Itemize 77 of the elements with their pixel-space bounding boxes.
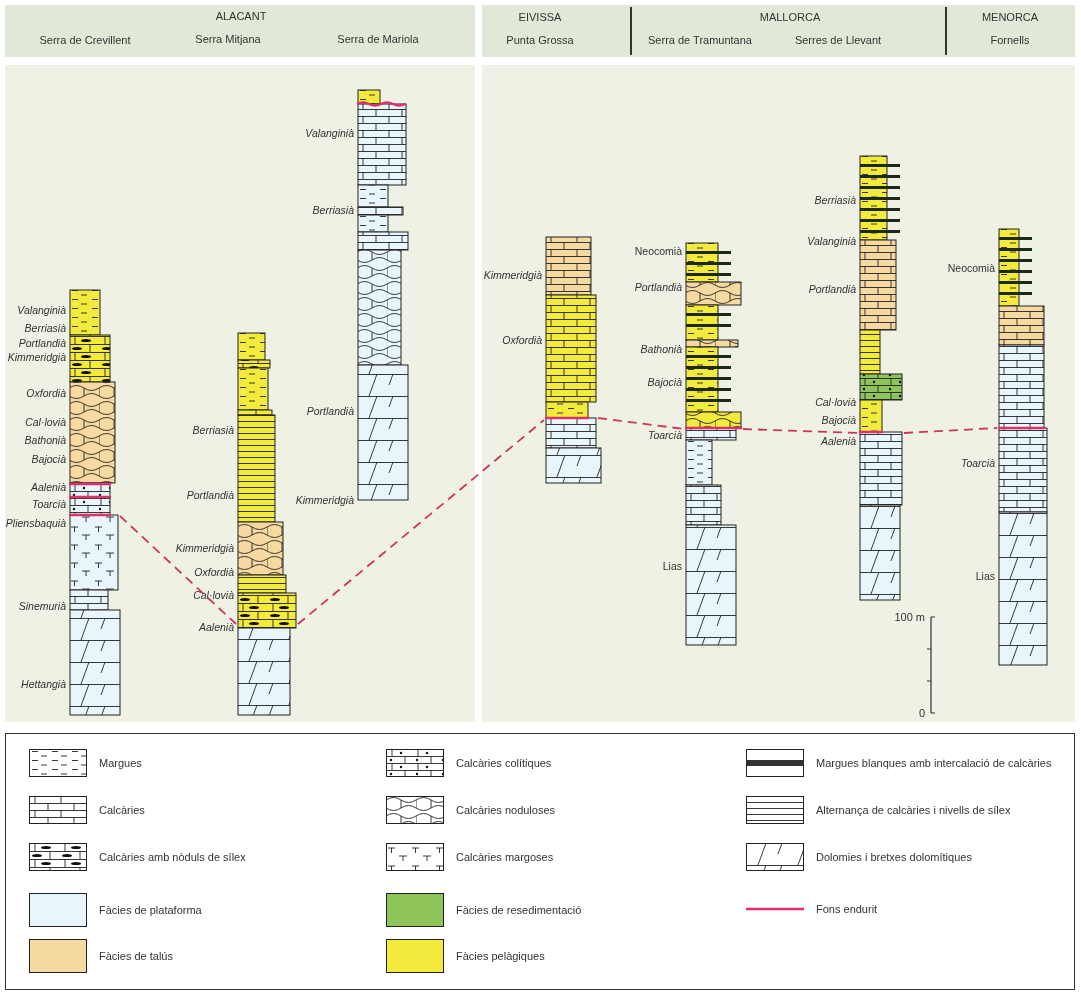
legend-label: Calcàries amb nòduls de sílex — [99, 851, 246, 863]
stage-label: Aalenià — [198, 621, 234, 633]
region-heading: MENORCA — [981, 11, 1039, 23]
section-name: Serra de Crevillent — [39, 34, 131, 46]
stage-label: Valanginià — [807, 235, 856, 247]
stage-label: Pliensbaquià — [5, 517, 66, 529]
stage-label: Kimmeridgià — [295, 494, 354, 506]
section-name: Fornells — [990, 34, 1030, 46]
stage-label: Cal·lovià — [815, 396, 856, 408]
stage-label: Kimmeridgià — [7, 351, 66, 363]
section-name: Punta Grossa — [506, 34, 574, 46]
stratigraphic-column — [545, 235, 604, 485]
stage-label: Oxfordià — [502, 334, 542, 346]
stage-label: Portlandià — [808, 283, 856, 295]
legend-label: Margues — [99, 757, 142, 769]
stratigraphic-column — [69, 288, 123, 717]
stage-label: Toarcià — [960, 457, 995, 469]
region-heading: EIVISSA — [518, 11, 562, 23]
section-name: Serres de Llevant — [794, 34, 882, 46]
region-heading: MALLORCA — [759, 11, 821, 23]
stage-label: Aalenià — [30, 481, 66, 493]
legend-label: Fàcies de resedimentació — [456, 904, 582, 916]
legend-label: Calcàries colítiques — [456, 757, 552, 769]
stage-label: Neocomià — [947, 262, 995, 274]
legend-label: Fàcies de plataforma — [99, 904, 202, 916]
legend-label: Calcàries noduloses — [456, 804, 556, 816]
scale-label: 100 m — [894, 611, 925, 623]
stage-label: Lias — [662, 560, 682, 572]
stage-label: Portlandià — [306, 405, 354, 417]
stage-label: Bathonià — [640, 343, 682, 355]
stage-label: Valanginià — [17, 304, 66, 316]
stage-label: Valanginià — [305, 127, 354, 139]
legend-label: Fàcies pelàgiques — [456, 950, 545, 962]
stage-label: Neocomià — [634, 245, 682, 257]
stage-label: Cal·lovià — [25, 416, 66, 428]
correlation-line — [119, 515, 237, 625]
stage-label: Bajocià — [647, 376, 682, 388]
scale-label: 0 — [918, 707, 925, 719]
legend-label: Margues blanques amb intercalació de calcàries — [816, 757, 1052, 769]
stratigraphic-column — [357, 88, 411, 502]
stage-label: Cal·lovià — [193, 589, 234, 601]
stage-label: Berriasià — [192, 424, 234, 436]
legend-label: Fons endurit — [816, 903, 878, 915]
stage-label: Portlandià — [186, 489, 234, 501]
stage-label: Lias — [975, 570, 995, 582]
stage-label: Oxfordià — [194, 566, 234, 578]
stage-label: Kimmeridgià — [483, 269, 542, 281]
legend-label: Calcàries — [99, 804, 145, 816]
correlation-line — [903, 427, 998, 434]
stage-label: Oxfordià — [26, 387, 66, 399]
region-heading: ALACANT — [215, 10, 267, 22]
stage-label: Hettangià — [21, 678, 66, 690]
stage-label: Toarcià — [647, 429, 682, 441]
section-name: Serra de Tramuntana — [648, 34, 752, 46]
legend-label: Fàcies de talús — [99, 950, 173, 962]
legend-label: Dolomies i bretxes dolomítiques — [816, 851, 972, 863]
stage-label: Berriasià — [24, 322, 66, 334]
stage-label: Bajocià — [821, 414, 856, 426]
stage-label: Berriasià — [312, 204, 354, 216]
stage-label: Aalenià — [820, 435, 856, 447]
stratigraphic-column — [998, 227, 1050, 667]
stage-label: Portlandià — [634, 281, 682, 293]
stage-label: Toarcià — [31, 498, 66, 510]
stage-label: Kimmeridgià — [175, 542, 234, 554]
stage-label: Berriasià — [814, 194, 856, 206]
legend-label: Calcàries margoses — [456, 851, 554, 863]
stage-label: Portlandià — [18, 337, 66, 349]
section-name: Serra de Mariola — [337, 33, 419, 45]
correlation-line — [742, 428, 859, 434]
stage-label: Bajocià — [31, 453, 66, 465]
stratigraphic-column — [859, 154, 905, 602]
section-name: Serra Mitjana — [195, 33, 261, 45]
stage-label: Sinemurià — [18, 600, 66, 612]
legend-label: Alternança de calcàries i nivells de sílex — [816, 804, 1011, 816]
stage-label: Bathonià — [24, 434, 66, 446]
correlation-line — [297, 419, 545, 625]
stratigraphic-column — [685, 241, 744, 647]
